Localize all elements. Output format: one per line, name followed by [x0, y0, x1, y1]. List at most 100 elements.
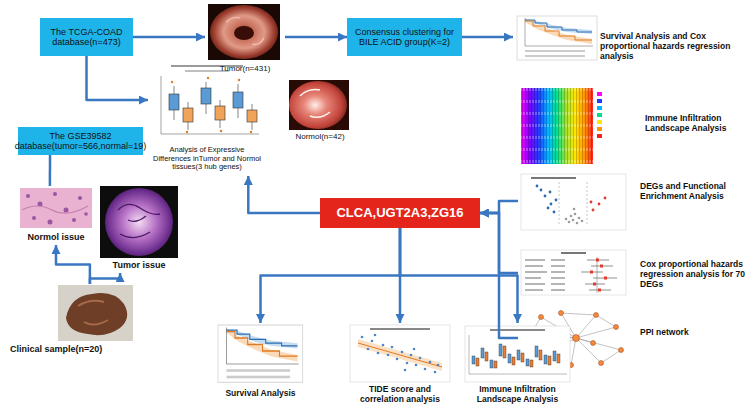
box-chart-part-part	[494, 361, 497, 368]
survival-plot-part	[517, 16, 597, 60]
scatter-plot-part-part	[424, 368, 427, 371]
network-graph-part-part	[559, 311, 564, 316]
flow-arrow	[49, 155, 52, 186]
flow-arrow	[248, 176, 320, 213]
stacked-bar-chart-part	[597, 120, 602, 124]
scatter-plot-part-part	[401, 351, 404, 354]
scatter-plot-part	[358, 343, 442, 367]
scatter-plot-part	[358, 339, 442, 371]
endoscopy-image-part	[226, 18, 264, 45]
box-label: CLCA,UGT2A3,ZG16	[336, 206, 463, 221]
forest-table-part-part	[600, 265, 603, 268]
box-chart-part-part	[503, 346, 506, 358]
box-chart-part-part	[490, 360, 493, 368]
survival-plot-part	[226, 332, 297, 357]
volcano-plot-part-part	[570, 215, 573, 218]
forest-table-part-part	[598, 289, 601, 292]
figure-panel: Normol issue	[18, 186, 94, 245]
stacked-bar-chart-part	[521, 88, 593, 164]
survival-plot-part	[525, 20, 592, 44]
box-chart-part-part	[512, 357, 515, 365]
scatter-plot-part-part	[367, 348, 370, 351]
network-graph-part-part	[601, 350, 621, 363]
endoscopy-image-part	[210, 5, 278, 59]
flow-arrow	[56, 245, 90, 284]
panel-caption: Cox proportional hazards regression anal…	[640, 260, 745, 289]
volcano-plot-part	[590, 197, 607, 212]
box-chart-part-part	[535, 346, 538, 357]
stacked-bar-chart	[521, 88, 602, 164]
box-chart-part	[171, 77, 252, 133]
box-chart-part-part	[247, 110, 257, 122]
box-chart-part-part	[481, 348, 484, 358]
panel-caption: Survival Analysis	[213, 389, 308, 399]
forest-table-part-part	[525, 271, 547, 273]
histology-image-part-part	[32, 216, 36, 220]
volcano-plot-part	[587, 182, 588, 226]
box-label: Consensus clustering for BILE ACID group…	[351, 27, 458, 48]
flow-arrow	[133, 36, 205, 39]
network-graph-part-part	[539, 315, 544, 320]
forest-table-part-part	[589, 290, 611, 291]
histology-image-part-part	[48, 220, 53, 225]
scatter-plot-part-part	[371, 340, 374, 343]
panel-caption: Normol(n=42)	[287, 132, 353, 141]
scatter-plot-part-part	[410, 354, 413, 357]
volcano-plot-part-part	[576, 222, 579, 225]
box-label: The TCGA-COAD database(n=473)	[44, 27, 129, 48]
process-box: The GSE39582 database(tumor=566,normal=1…	[18, 127, 143, 155]
box-chart-part-part	[472, 356, 475, 364]
specimen-photo-part	[66, 293, 127, 335]
scatter-plot-part-part	[361, 336, 364, 339]
forest-table-part-part	[551, 265, 565, 267]
box-chart-part-part	[485, 352, 488, 361]
figure-panel: TIDE score and correlation analysis	[345, 323, 455, 408]
panel-caption: Analysis of Expressive Differences inTum…	[150, 146, 264, 172]
volcano-plot-part-part	[581, 220, 584, 223]
panel-caption: PPI network	[640, 328, 745, 338]
network-graph-part-part	[561, 313, 596, 315]
stacked-bar-chart-part	[597, 127, 602, 131]
network-graph-part-part	[576, 315, 596, 338]
scatter-plot-part-part	[387, 354, 390, 357]
box-chart-part-part	[183, 108, 193, 122]
scatter-plot-part-part	[377, 352, 380, 355]
network-graph-part-part	[596, 315, 616, 327]
volcano-plot-part-part	[568, 221, 571, 224]
volcano-plot-part-part	[573, 208, 576, 211]
forest-table-part-part	[604, 277, 607, 280]
figure-panel: Immune Infiltration Landscape Analysis	[460, 323, 575, 408]
volcano-plot-part-part	[555, 199, 558, 202]
box-chart-part-part	[517, 350, 520, 360]
volcano-plot	[521, 174, 626, 230]
network-graph-part-part	[571, 338, 576, 365]
scatter-plot-part	[350, 325, 450, 382]
histology-image-part	[20, 188, 92, 228]
survival-plot-part	[226, 376, 290, 379]
endoscopy-image-part	[289, 81, 347, 129]
figure-panel: Tumor(n=431)	[205, 2, 285, 80]
survival-plot-part	[226, 330, 297, 361]
flow-arrow	[480, 201, 518, 213]
network-graph-part-part	[591, 341, 596, 346]
scatter-plot-part-part	[437, 364, 440, 367]
process-box: The TCGA-COAD database(n=473)	[40, 18, 133, 56]
histology-image-part-part	[84, 212, 88, 216]
scatter-plot-part-part	[391, 346, 394, 349]
volcano-plot-part	[521, 174, 626, 230]
box-chart-part-part	[250, 131, 252, 133]
survival-plot-part	[226, 369, 290, 372]
network-graph-part-part	[594, 313, 599, 318]
box-chart-part-part	[508, 354, 511, 363]
endoscopy-image	[208, 4, 280, 60]
histology-image-part	[118, 204, 160, 237]
forest-table	[521, 250, 626, 295]
endoscopy-image-part	[208, 4, 280, 60]
volcano-plot-part-part	[544, 195, 547, 198]
survival-plot-part	[218, 325, 303, 382]
box-chart-part-part	[553, 351, 556, 361]
forest-table-part-part	[525, 277, 541, 279]
box-chart-part-part	[215, 106, 225, 120]
panel-caption: DEGs and Functional Enrichment Analysis	[640, 182, 745, 202]
